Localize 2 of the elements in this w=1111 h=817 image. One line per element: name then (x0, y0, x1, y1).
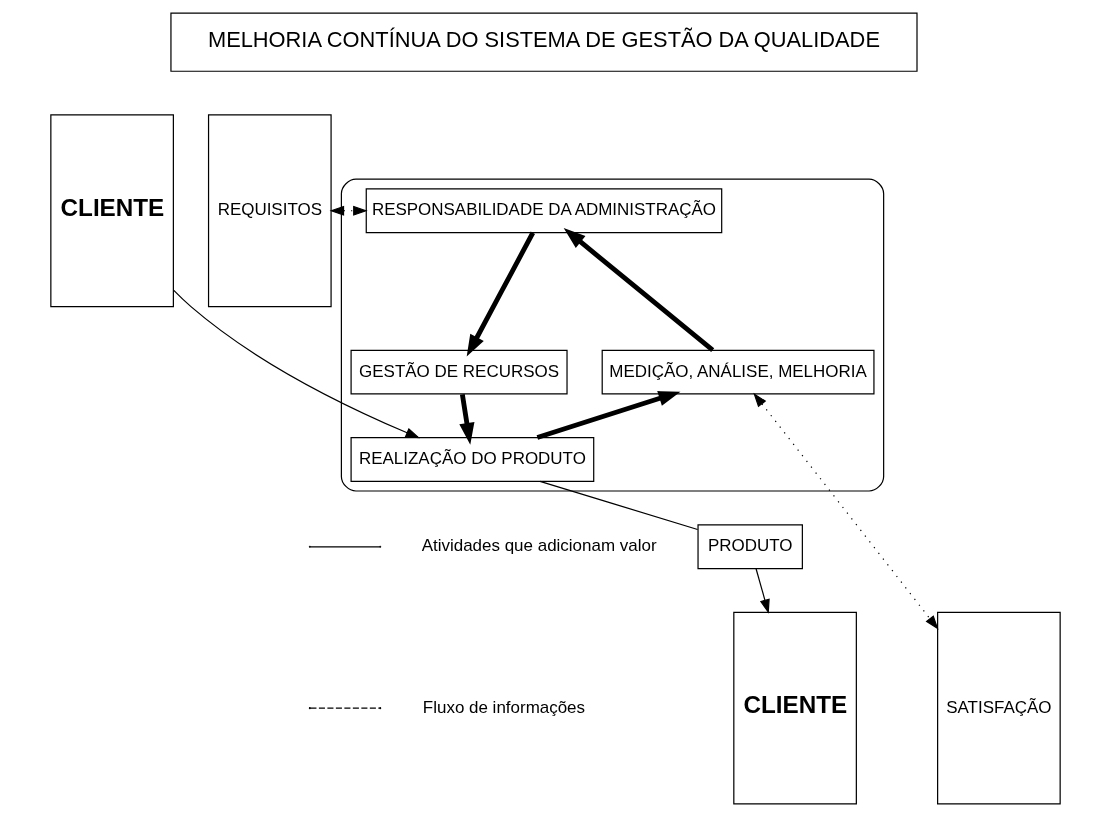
legend-label: Fluxo de informações (422, 697, 586, 717)
legend-label: Atividades que adicionam valor (421, 536, 657, 556)
